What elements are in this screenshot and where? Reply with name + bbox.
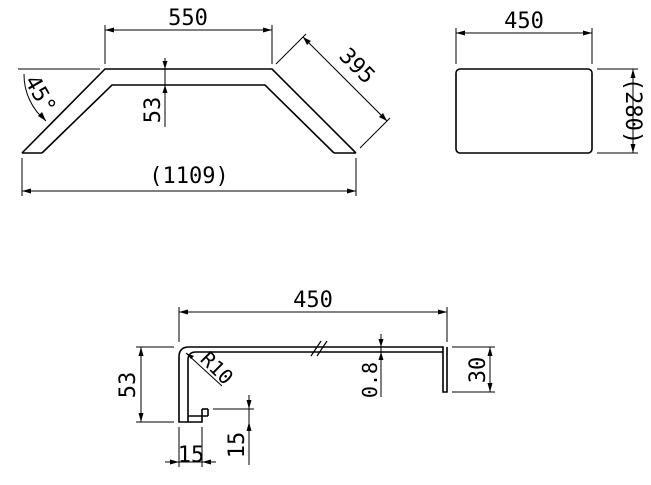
dim-angle-label: 45° — [19, 71, 61, 118]
section-profile-inner — [187, 351, 443, 422]
trapezoid-view: 550 395 45° 53 — [18, 6, 391, 196]
dim-return-height: 15 — [213, 395, 254, 465]
dim-width: 450 — [455, 9, 593, 64]
dim-radius: R10 — [185, 347, 239, 390]
section-view: 450 53 R10 0.8 — [116, 288, 495, 468]
section-profile-outline — [178, 346, 448, 423]
dim-lip-height-label: 30 — [466, 357, 491, 384]
rectangle-outline — [455, 68, 593, 154]
dim-section-length: 450 — [178, 288, 448, 342]
dim-top-length: 550 — [104, 6, 273, 64]
dim-return-height-label: 15 — [225, 432, 250, 459]
dim-radius-label: R10 — [196, 347, 239, 390]
dim-sheet-thickness-label: 0.8 — [358, 362, 382, 398]
trapezoid-inner-outline — [41, 84, 335, 154]
dim-overall-length-label: (1109) — [149, 164, 228, 189]
dim-section-height-label: 53 — [116, 372, 141, 399]
dim-height-label: (280) — [620, 78, 645, 144]
dim-slant-length-label: 395 — [334, 44, 380, 90]
dim-thickness-label: 53 — [141, 97, 166, 124]
dim-overall-length: (1109) — [21, 158, 357, 196]
break-symbol — [310, 340, 328, 357]
dim-thickness: 53 — [141, 58, 168, 127]
dim-sheet-thickness: 0.8 — [358, 334, 384, 398]
dim-section-length-label: 450 — [293, 288, 333, 313]
dim-top-length-label: 550 — [168, 6, 208, 31]
dim-section-height: 53 — [116, 346, 174, 423]
rectangle-view: 450 (280) — [455, 9, 645, 154]
dim-return-width-label: 15 — [178, 443, 205, 468]
dim-return-width: 15 — [165, 427, 216, 468]
dim-angle: 45° — [18, 68, 100, 122]
dim-lip-height: 30 — [452, 346, 495, 393]
dim-width-label: 450 — [504, 9, 544, 34]
trapezoid-outer-outline — [21, 68, 357, 154]
dim-height: (280) — [597, 68, 645, 154]
